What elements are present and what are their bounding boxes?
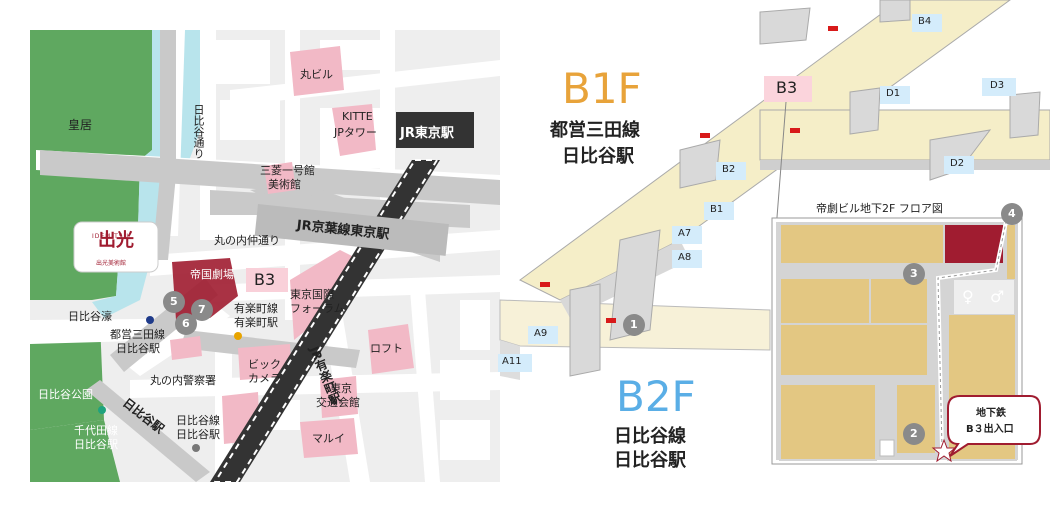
idemitsu-logo bbox=[73, 221, 159, 273]
teikoku-building bbox=[172, 258, 238, 320]
map-b3-badge bbox=[246, 268, 288, 292]
exit-5-marker bbox=[163, 291, 185, 313]
step-2-marker bbox=[903, 423, 925, 445]
concourse-right bbox=[759, 109, 1050, 161]
exit-labels bbox=[498, 14, 1016, 372]
hibiya-dori-road bbox=[152, 30, 176, 260]
step-4-marker bbox=[1001, 203, 1023, 225]
hibiya-line-marker bbox=[192, 444, 200, 452]
chiyoda-line-marker bbox=[98, 406, 106, 414]
hibiya-park bbox=[30, 322, 104, 430]
mita-line-marker bbox=[146, 316, 154, 324]
exit-6-marker bbox=[175, 313, 197, 335]
svg-text:♂: ♂ bbox=[990, 287, 1004, 306]
pink-buildings bbox=[170, 46, 414, 458]
restroom-icons: ♀ ♂ bbox=[962, 287, 1004, 306]
step-3-marker bbox=[903, 263, 925, 285]
svg-text:♀: ♀ bbox=[962, 287, 974, 306]
svg-text:出光: 出光 bbox=[98, 229, 134, 251]
floor-rooms bbox=[779, 223, 1017, 461]
entrance-callout bbox=[947, 395, 1041, 457]
station-b3-badge bbox=[764, 76, 812, 102]
exit-7-marker bbox=[191, 299, 213, 321]
jr-tracks bbox=[210, 112, 474, 483]
step-1-marker bbox=[623, 314, 645, 336]
yurakucho-line-marker bbox=[234, 332, 242, 340]
b3-pointer bbox=[775, 101, 787, 231]
